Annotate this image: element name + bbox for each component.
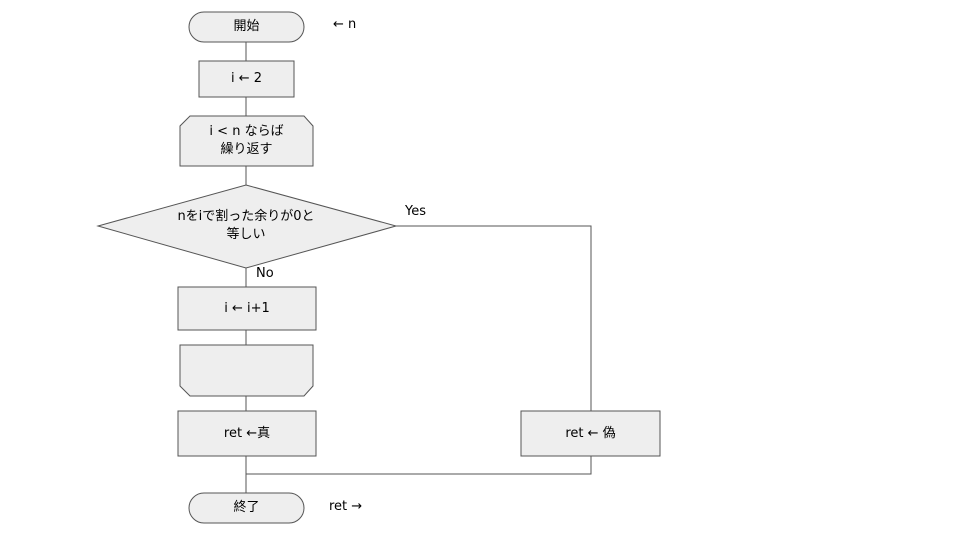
loop-end-shape xyxy=(179,344,314,397)
return-false-label: ret ← 偽 xyxy=(565,425,616,441)
decision-diamond-shape xyxy=(96,184,398,269)
decision-label: nをiで割った余りが0と 等しい xyxy=(177,209,315,242)
start-label: 開始 xyxy=(233,19,260,34)
increment-process-shape xyxy=(177,286,317,331)
edge-retfalse-merge xyxy=(246,456,592,475)
return-true-label: ret ←真 xyxy=(223,425,271,441)
init-process-shape xyxy=(198,60,295,98)
input-note: ← n xyxy=(333,17,357,32)
decision-yes-label: Yes xyxy=(405,204,426,219)
connectors xyxy=(245,42,592,493)
end-label: 終了 xyxy=(233,500,260,515)
init-label: i ← 2 xyxy=(230,71,263,86)
return-false-process-shape xyxy=(520,410,661,457)
return-true-process-shape xyxy=(177,410,317,457)
edge-decision-yes-path xyxy=(396,225,592,411)
loop-end-label xyxy=(180,345,313,396)
output-note: ret → xyxy=(329,499,363,514)
loop-begin-label: i < n ならば 繰り返す xyxy=(209,124,284,157)
loop-begin-shape xyxy=(179,115,314,167)
end-terminal-shape xyxy=(188,492,305,524)
start-terminal-shape xyxy=(188,11,305,43)
increment-label: i ← i+1 xyxy=(224,300,270,316)
shapes xyxy=(96,11,661,524)
decision-no-label: No xyxy=(256,266,274,281)
